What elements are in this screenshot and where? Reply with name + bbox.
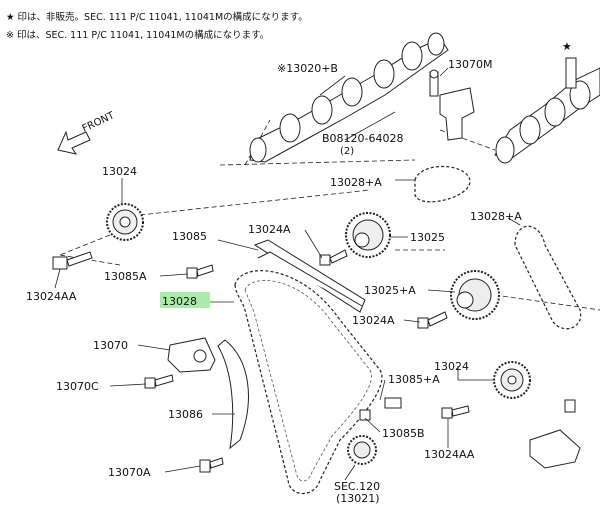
star-marker: ★ bbox=[562, 40, 572, 53]
note-line-1: ★ 印は、非販売。SEC. 111 P/C 11041, 11041Mの構成にな… bbox=[6, 11, 308, 23]
label-13025[interactable]: 13025 bbox=[410, 231, 445, 244]
ref-line bbox=[219, 159, 416, 166]
label-sec120[interactable]: SEC.120 bbox=[334, 480, 380, 493]
ref-line bbox=[59, 254, 121, 266]
chain-13028a-right[interactable] bbox=[514, 225, 582, 330]
leader bbox=[507, 217, 521, 226]
leader bbox=[364, 417, 381, 433]
leader bbox=[427, 289, 456, 293]
leader bbox=[344, 464, 356, 481]
leader bbox=[54, 268, 61, 289]
chain-13028a-upper[interactable] bbox=[414, 165, 471, 203]
label-08120-qty: (2) bbox=[340, 146, 354, 157]
highlight-13028 bbox=[160, 292, 210, 308]
label-13024a-low[interactable]: 13024A bbox=[352, 314, 395, 327]
tensioner-13070m-part[interactable] bbox=[429, 69, 475, 141]
sprocket-13025a[interactable] bbox=[450, 270, 500, 320]
label-13024a-mid[interactable]: 13024A bbox=[248, 223, 291, 236]
leader bbox=[439, 67, 449, 77]
timing-chain-13028-inner bbox=[244, 280, 372, 482]
leader bbox=[137, 344, 171, 351]
label-13028a-right[interactable]: 13028+A bbox=[470, 210, 522, 223]
label-13020b[interactable]: ※13020+B bbox=[277, 62, 338, 75]
label-13085b[interactable]: 13085B bbox=[382, 427, 425, 440]
label-13028[interactable]: 13028 bbox=[162, 295, 197, 308]
tensioner-guide-13086[interactable] bbox=[217, 339, 249, 450]
leader bbox=[457, 366, 495, 381]
label-13070m[interactable]: 13070M bbox=[448, 58, 492, 71]
leader bbox=[159, 273, 189, 277]
camshaft-right-part[interactable] bbox=[494, 57, 600, 164]
bolt-13070c[interactable] bbox=[144, 374, 174, 389]
bolt-13024aa-left[interactable] bbox=[52, 251, 93, 270]
timing-chain-13028[interactable] bbox=[234, 270, 383, 495]
leader bbox=[379, 379, 386, 401]
bolt-13085a[interactable] bbox=[186, 264, 214, 279]
label-08120-64028[interactable]: B08120-64028 bbox=[322, 132, 404, 145]
sprocket-13025[interactable] bbox=[345, 212, 391, 258]
leader bbox=[403, 319, 421, 323]
ref-line bbox=[59, 234, 111, 256]
leader bbox=[319, 75, 346, 96]
label-13070c[interactable]: 13070C bbox=[56, 380, 99, 393]
bolt-13024a-mid[interactable] bbox=[319, 249, 348, 266]
leader bbox=[344, 111, 396, 141]
bolt-13070a[interactable] bbox=[199, 457, 224, 473]
leader bbox=[217, 239, 259, 251]
sprocket-13024-low[interactable] bbox=[493, 361, 531, 399]
label-13024-top[interactable]: 13024 bbox=[102, 165, 137, 178]
bolt-13024aa-right[interactable] bbox=[441, 405, 470, 419]
camshaft-left-part[interactable] bbox=[249, 32, 449, 163]
tensioner-lower-right-part[interactable] bbox=[529, 399, 581, 469]
label-13085-plus-a[interactable]: 13085+A bbox=[388, 373, 440, 386]
label-13085[interactable]: 13085 bbox=[172, 230, 207, 243]
leader bbox=[109, 383, 147, 387]
leader bbox=[304, 229, 323, 259]
bolt-13024a-low[interactable] bbox=[417, 311, 448, 329]
ref-line bbox=[139, 189, 371, 216]
label-13028a-upper[interactable]: 13028+A bbox=[330, 176, 382, 189]
ref-line bbox=[494, 294, 600, 311]
label-13085a[interactable]: 13085A bbox=[104, 270, 147, 283]
chain-guide-13085[interactable] bbox=[253, 239, 366, 313]
leader bbox=[164, 465, 201, 473]
bolt-13085-plus-a[interactable] bbox=[359, 397, 402, 421]
label-sec120-ref: (13021) bbox=[336, 492, 380, 505]
label-13086[interactable]: 13086 bbox=[168, 408, 203, 421]
crank-sprocket[interactable] bbox=[347, 435, 377, 465]
label-13070[interactable]: 13070 bbox=[93, 339, 128, 352]
note-line-2: ※ 印は、SEC. 111 P/C 11041, 11041Mの構成になります。 bbox=[6, 29, 269, 41]
label-13025a[interactable]: 13025+A bbox=[364, 284, 416, 297]
label-13024-low[interactable]: 13024 bbox=[434, 360, 469, 373]
label-13024aa-right[interactable]: 13024AA bbox=[424, 448, 475, 461]
front-label: FRONT bbox=[81, 110, 117, 135]
front-direction-arrow-icon bbox=[57, 130, 91, 155]
label-13024aa-left[interactable]: 13024AA bbox=[26, 290, 77, 303]
tensioner-13070[interactable] bbox=[167, 337, 216, 373]
sprocket-13024-top[interactable] bbox=[106, 203, 144, 241]
label-13070a[interactable]: 13070A bbox=[108, 466, 151, 479]
